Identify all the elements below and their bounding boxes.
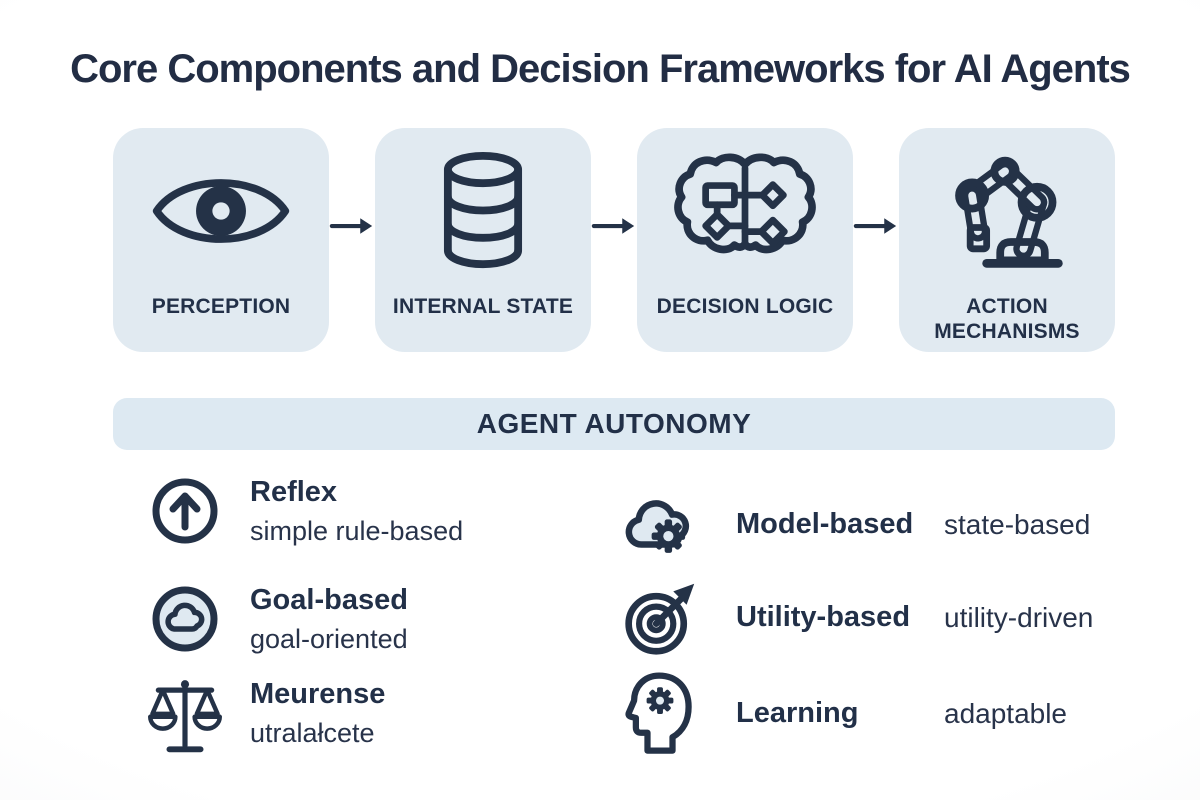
pipeline-box-label: DECISION LOGIC [656, 295, 834, 318]
agent-type-description: simple rule-based [250, 516, 464, 547]
pipeline-box-perception: PERCEPTION [113, 128, 329, 352]
agent-autonomy-banner: AGENT AUTONOMY [113, 398, 1115, 450]
cloud-gear-icon [620, 487, 700, 563]
agent-type-meurense: Meurense utralałcete [148, 678, 385, 760]
agent-type-name: Reflex [250, 476, 338, 508]
pipeline-box-label: INTERNAL STATE [392, 295, 574, 318]
pipeline-box-label: ACTION MECHANISMS [934, 295, 1080, 344]
agent-type-reflex: Reflex simple rule-based [148, 476, 463, 547]
agent-type-goal-based: Goal-based goal-oriented [148, 584, 408, 655]
target-dart-icon [620, 580, 700, 656]
pipeline-box-action-mechanisms: ACTION MECHANISMS [899, 128, 1115, 352]
agent-type-description: state-based [944, 509, 1091, 540]
banner-label: AGENT AUTONOMY [476, 408, 752, 439]
agent-type-name: Learning [736, 697, 859, 730]
agent-type-name: Utility-based [736, 601, 911, 634]
brain-flowchart-icon [672, 128, 818, 294]
agent-type-description: adaptable [944, 698, 1068, 729]
balance-scale-icon [148, 678, 222, 760]
gear-glyph [651, 519, 686, 553]
pipeline-box-decision-logic: DECISION LOGIC [637, 128, 853, 352]
agent-type-utility-based: Utility-based utility-driven [620, 580, 1093, 656]
agent-type-text: Meurense utralałcete [250, 678, 385, 760]
arrow-right-icon [591, 215, 637, 237]
agent-type-learning: Learning adaptable [620, 672, 1067, 756]
pipeline-box-internal-state: INTERNAL STATE [375, 128, 591, 352]
database-icon [433, 128, 533, 294]
agent-type-name: Meurense [250, 678, 386, 710]
arrow-right-icon [853, 215, 899, 237]
agent-type-description: goal-oriented [250, 624, 408, 655]
robot-arm-icon [944, 128, 1070, 294]
agent-type-name: Goal-based [250, 584, 408, 616]
agent-type-description: utility-driven [944, 602, 1094, 633]
gear-glyph [646, 687, 674, 714]
component-pipeline: PERCEPTION INTERNAL STATE [113, 128, 1115, 352]
pipeline-box-label: PERCEPTION [151, 295, 291, 318]
arrow-up-circle-icon [148, 476, 222, 547]
page-title: Core Components and Decision Frameworks … [70, 47, 1131, 91]
agent-type-model-based: Model-based state-based [620, 487, 1090, 563]
arrow-right-icon [329, 215, 375, 237]
cloud-circle-icon [148, 584, 222, 655]
agent-type-text: Reflex simple rule-based [250, 476, 463, 547]
agent-type-description: utralałcete [250, 718, 375, 749]
agent-type-name: Model-based [736, 508, 914, 541]
head-gear-icon [620, 672, 700, 756]
eye-icon [146, 128, 296, 294]
agent-type-text: Goal-based goal-oriented [250, 584, 408, 655]
